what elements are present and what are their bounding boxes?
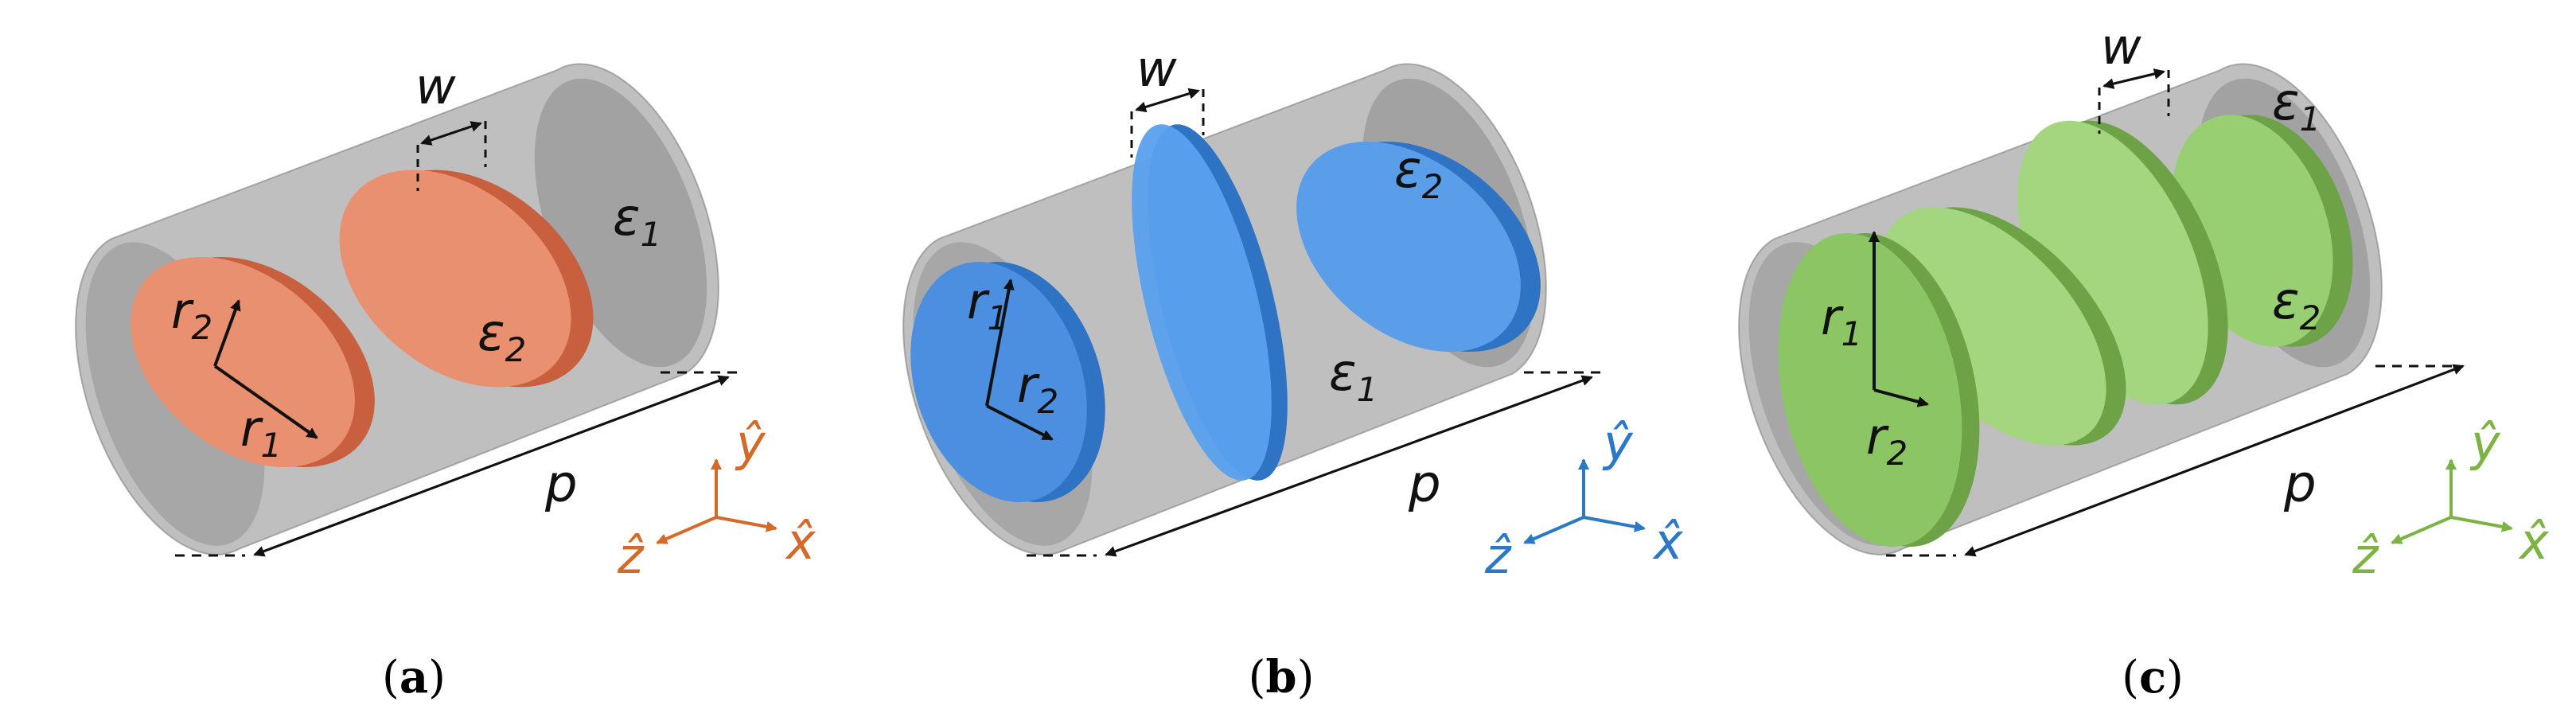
- eps1-label-c: ε1: [2272, 73, 2321, 138]
- eps2-label-c: ε2: [2272, 272, 2321, 337]
- axis-z-label-c: ẑ: [2352, 527, 2379, 585]
- r1-arrow-a: [213, 364, 318, 439]
- r1-label-a: r1: [240, 399, 282, 465]
- eps1-label-b: ε1: [1329, 344, 1378, 409]
- r2-arrow-c: [1873, 388, 1929, 407]
- r1-label-b: r1: [967, 272, 1008, 337]
- caption-c: (c): [2122, 651, 2184, 703]
- panel-a: w ε1 ε2 r2 r1 p ŷ ẑ x̂ (a): [75, 57, 816, 703]
- axis-x-label-c: x̂: [2518, 512, 2550, 571]
- p-dimension-b: [1027, 371, 1604, 557]
- axis-x-label-a: x̂: [785, 512, 816, 571]
- w-label-a: w: [415, 57, 456, 115]
- panel-b: w ε2 ε1 r1 r2 p ŷ ẑ x̂ (b): [902, 40, 1684, 703]
- axis-z-label-b: ẑ: [1484, 527, 1512, 585]
- disk-left-a: [131, 257, 375, 467]
- p-label-a: p: [544, 455, 578, 514]
- r2-arrow-a: [213, 299, 241, 367]
- axes-c: [2391, 458, 2513, 544]
- disk-middle-b: [1132, 124, 1288, 481]
- eps2-label-b: ε2: [1394, 141, 1443, 206]
- disk-2-c: [1880, 207, 2126, 446]
- axes-b: [1523, 458, 1646, 544]
- disk-right-a: [339, 170, 594, 388]
- caption-a: (a): [382, 651, 446, 703]
- w-label-b: w: [1136, 40, 1177, 98]
- disk-right-b: [1296, 142, 1541, 352]
- p-dimension-c: [1886, 364, 2465, 557]
- axis-x-label-b: x̂: [1652, 512, 1684, 571]
- r2-label-a: r2: [171, 282, 212, 347]
- p-label-b: p: [1408, 455, 1441, 514]
- axis-y-label-b: ŷ: [1602, 414, 1634, 472]
- axes-a: [656, 458, 777, 544]
- w-bracket-a: [416, 121, 487, 191]
- p-label-c: p: [2283, 455, 2317, 514]
- axis-y-label-a: ŷ: [735, 414, 766, 472]
- caption-b: (b): [1249, 651, 1315, 703]
- w-bracket-c: [2098, 68, 2170, 134]
- r2-label-b: r2: [1017, 356, 1058, 421]
- w-label-c: w: [2101, 18, 2141, 76]
- axis-z-label-a: ẑ: [617, 527, 645, 585]
- r2-label-c: r2: [1866, 407, 1908, 473]
- r2-arrow-b: [986, 404, 1054, 441]
- axis-y-label-c: ŷ: [2469, 414, 2501, 472]
- r1-arrow-b: [985, 279, 1015, 407]
- p-dimension-a: [175, 371, 740, 557]
- disk-left-b: [910, 262, 1105, 502]
- disk-1-c: [1778, 233, 1980, 547]
- w-bracket-b: [1130, 88, 1205, 158]
- panel-c: w ε1 ε2 r1 r2 p ŷ ẑ x̂ (c): [1738, 18, 2550, 703]
- eps1-label-a: ε1: [613, 189, 661, 254]
- r1-label-c: r1: [1821, 288, 1862, 353]
- eps2-label-a: ε2: [477, 304, 526, 369]
